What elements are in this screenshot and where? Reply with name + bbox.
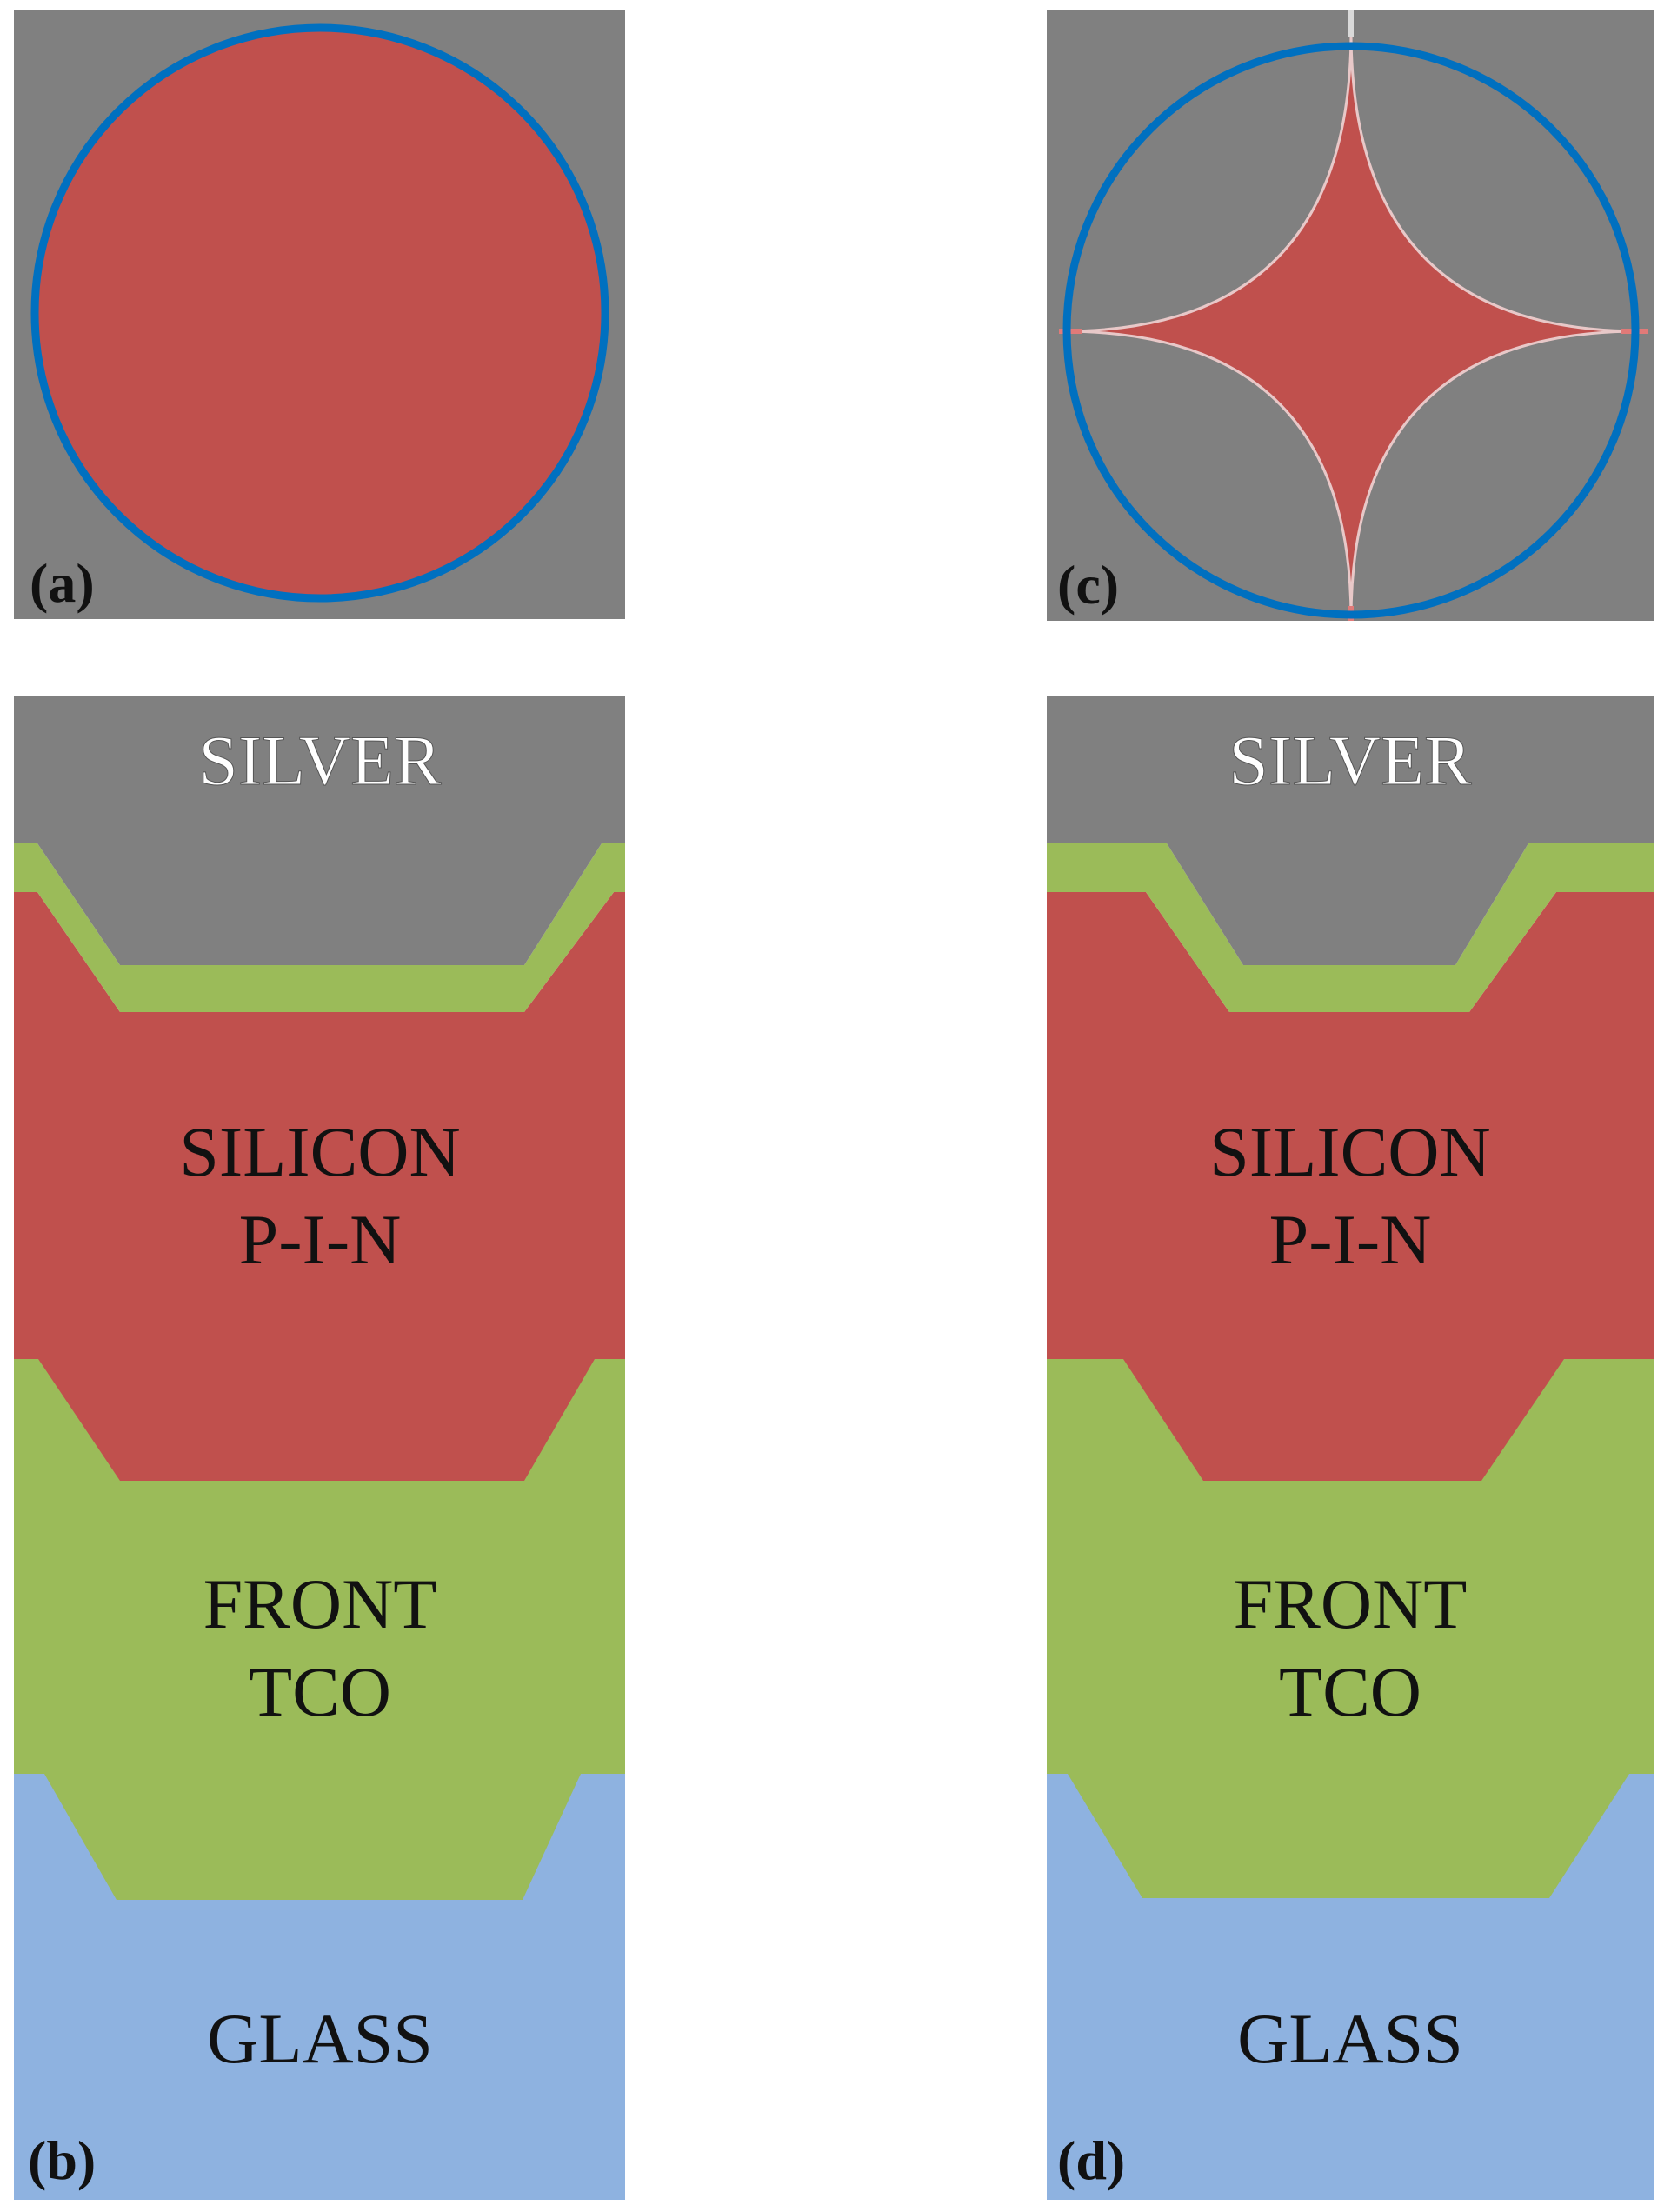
silver-label: SILVER xyxy=(198,721,442,800)
silicon-circle xyxy=(30,23,609,603)
silicon-pin-layer xyxy=(1047,892,1654,1481)
glass-label: GLASS xyxy=(1237,1999,1463,2078)
panel-c-svg: (c) xyxy=(1047,10,1654,621)
panel-d-svg: SILVER SILICON P-I-N FRONT TCO GLASS (d) xyxy=(1047,696,1654,2200)
panel-b-cross-section: SILVER SILICON P-I-N FRONT TCO GLASS (b) xyxy=(14,696,625,2200)
silicon-label-line1: SILICON xyxy=(179,1112,460,1191)
tco-label-line1: FRONT xyxy=(203,1564,437,1643)
tco-label-line2: TCO xyxy=(249,1652,391,1731)
front-tco-layer xyxy=(1047,1359,1654,1898)
panel-d-letter: (d) xyxy=(1057,2129,1125,2191)
panel-a-letter: (a) xyxy=(30,552,95,614)
panel-b-letter: (b) xyxy=(28,2129,96,2191)
outline-circle xyxy=(1062,42,1640,619)
tco-label-line1: FRONT xyxy=(1234,1564,1468,1643)
panel-b-svg: SILVER SILICON P-I-N FRONT TCO GLASS (b) xyxy=(14,696,625,2200)
silver-layer xyxy=(14,696,625,965)
silicon-label-line1: SILICON xyxy=(1209,1112,1490,1191)
silver-layer xyxy=(1047,696,1654,965)
panel-a-svg: (a) xyxy=(14,10,625,619)
silver-label: SILVER xyxy=(1228,721,1472,800)
panel-c-letter: (c) xyxy=(1057,554,1119,616)
silicon-label-line2: P-I-N xyxy=(1269,1200,1432,1279)
silicon-pin-layer xyxy=(14,892,625,1481)
panel-a-circle-top-view: (a) xyxy=(14,10,625,619)
silicon-label-line2: P-I-N xyxy=(239,1200,402,1279)
tco-label-line2: TCO xyxy=(1279,1652,1421,1731)
front-tco-layer xyxy=(14,1359,625,1900)
panel-c-astroid-top-view: (c) xyxy=(1047,10,1654,621)
panel-d-cross-section: SILVER SILICON P-I-N FRONT TCO GLASS (d) xyxy=(1047,696,1654,2200)
back-tco-band xyxy=(1047,843,1654,1012)
back-tco-band xyxy=(14,843,625,1012)
glass-label: GLASS xyxy=(207,1999,433,2078)
